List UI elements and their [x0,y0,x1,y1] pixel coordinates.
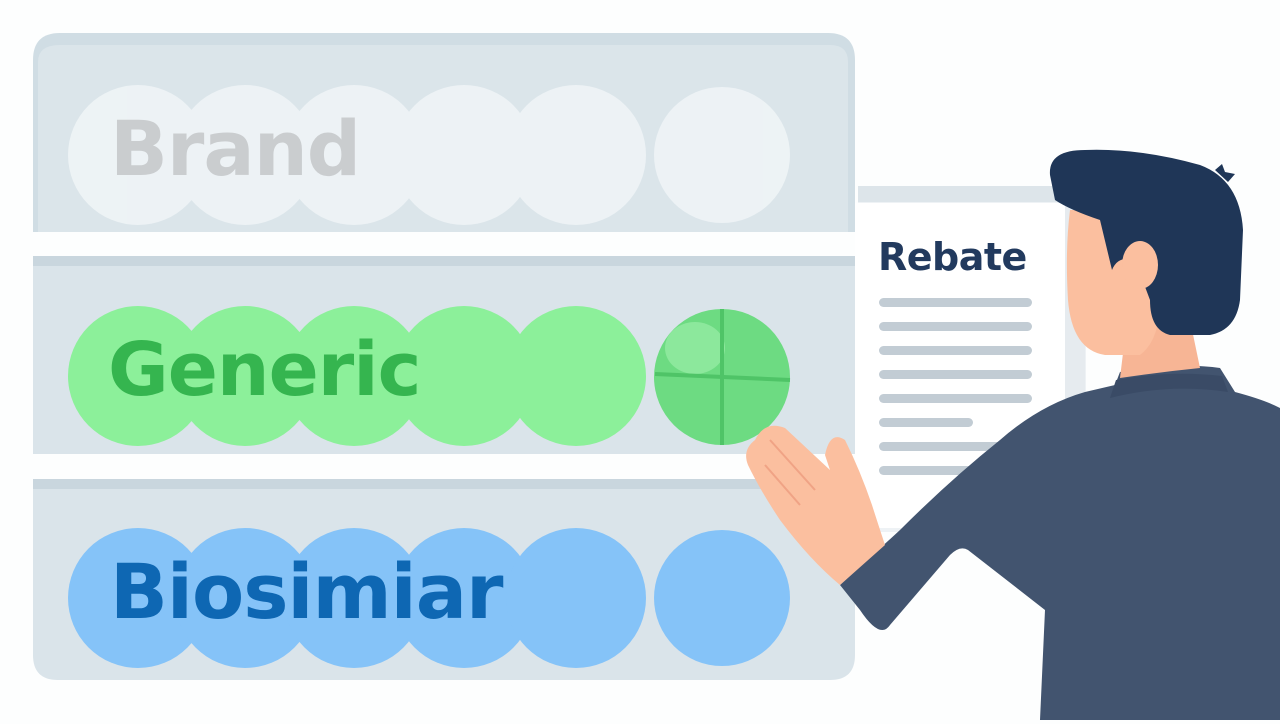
shelf-label-brand: Brand [110,104,361,193]
biosimilar-pills [68,528,790,668]
shirt [840,365,1280,720]
person [746,149,1280,720]
collar [1110,373,1228,398]
ear [1122,241,1158,289]
pointing-hand [746,425,885,585]
shelf-label-generic: Generic [108,327,422,413]
rebate-document [855,186,1086,532]
hair [1049,149,1243,335]
generic-pills [68,306,646,446]
document-title: Rebate [878,235,1027,279]
selected-generic-pill[interactable] [654,309,791,445]
brand-pills [68,85,790,225]
shelf-label-biosimilar: Biosimiar [110,547,503,636]
